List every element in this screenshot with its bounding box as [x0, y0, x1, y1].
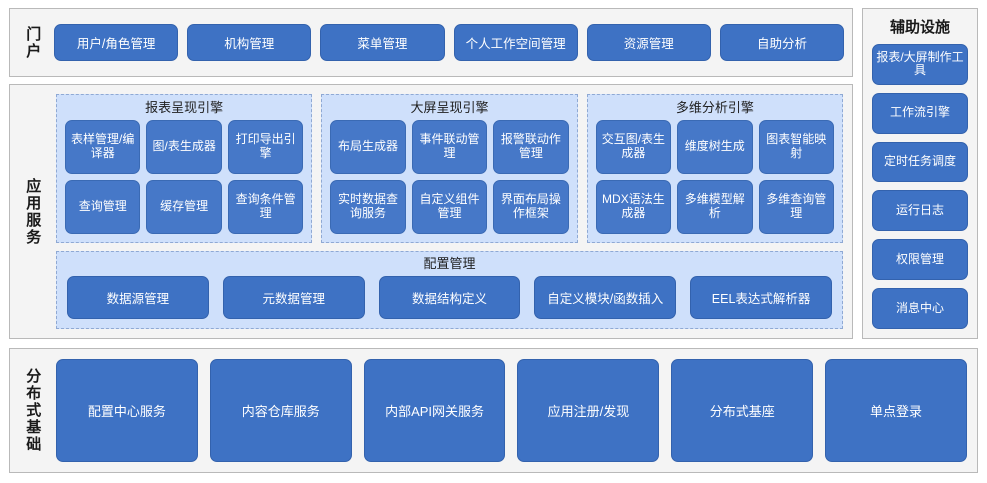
infra-button-content-repository-service[interactable]: 内容仓库服务 — [209, 359, 352, 462]
panel-configuration-management: 配置管理 数据源管理 元数据管理 数据结构定义 自定义模块/函数插入 EEL表达… — [56, 251, 843, 329]
aux-button-permission-management[interactable]: 权限管理 — [872, 239, 968, 281]
cell-event-linkage-management[interactable]: 事件联动管理 — [411, 120, 488, 175]
cell-query-management[interactable]: 查询管理 — [65, 180, 141, 234]
panel-grid-large-screen-rendering-engine: 布局生成器 事件联动管理 报警联动作管理 实时数据查询服务 自定义组件管理 界面… — [330, 120, 569, 234]
auxiliary-facilities-title: 辅助设施 — [889, 19, 950, 36]
config-button-datasource-management[interactable]: 数据源管理 — [67, 276, 209, 319]
cell-dimension-tree-generation[interactable]: 维度树生成 — [677, 120, 753, 175]
distributed-infrastructure-button-group: 配置中心服务 内容仓库服务 内部API网关服务 应用注册/发现 分布式基座 单点… — [54, 349, 977, 472]
cell-ui-layout-operation-framework[interactable]: 界面布局操作框架 — [493, 180, 569, 234]
cell-chart-table-generator[interactable]: 图/表生成器 — [146, 120, 222, 175]
portal-button-personal-workspace-management[interactable]: 个人工作空间管理 — [453, 24, 578, 61]
portal-button-self-service-analysis[interactable]: 自助分析 — [719, 24, 845, 61]
engines-row: 报表呈现引擎 表样管理/编译器 图/表生成器 打印导出引擎 查询管理 缓存管理 … — [56, 94, 843, 243]
infra-button-internal-api-gateway-service[interactable]: 内部API网关服务 — [363, 359, 506, 462]
aux-button-runtime-log[interactable]: 运行日志 — [872, 190, 968, 232]
panel-multidimensional-analysis-engine: 多维分析引擎 交互图/表生成器 维度树生成 图表智能映射 MDX语法生成器 多维… — [586, 94, 843, 243]
portal-band: 门户 用户/角色管理 机构管理 菜单管理 个人工作空间管理 资源管理 自助分析 — [9, 8, 853, 77]
auxiliary-facilities-column: 辅助设施 报表/大屏制作工具 工作流引擎 定时任务调度 运行日志 权限管理 消息… — [862, 8, 978, 339]
aux-button-workflow-engine[interactable]: 工作流引擎 — [872, 92, 968, 134]
aux-button-message-center[interactable]: 消息中心 — [872, 288, 968, 329]
aux-button-report-bigscreen-authoring-tool[interactable]: 报表/大屏制作工具 — [872, 44, 968, 85]
panel-grid-multidimensional-analysis-engine: 交互图/表生成器 维度树生成 图表智能映射 MDX语法生成器 多维模型解析 多维… — [595, 120, 834, 234]
portal-button-resource-management[interactable]: 资源管理 — [586, 24, 711, 61]
panel-report-rendering-engine: 报表呈现引擎 表样管理/编译器 图/表生成器 打印导出引擎 查询管理 缓存管理 … — [56, 94, 313, 243]
portal-button-org-management[interactable]: 机构管理 — [187, 24, 312, 61]
auxiliary-facilities-list: 报表/大屏制作工具 工作流引擎 定时任务调度 运行日志 权限管理 消息中心 — [872, 44, 968, 329]
configuration-button-group: 数据源管理 元数据管理 数据结构定义 自定义模块/函数插入 EEL表达式解析器 — [67, 276, 832, 319]
infra-button-single-sign-on[interactable]: 单点登录 — [825, 359, 967, 462]
cell-alarm-linkage-action-management[interactable]: 报警联动作管理 — [493, 120, 569, 175]
cell-chart-intelligent-mapping[interactable]: 图表智能映射 — [758, 120, 834, 175]
aux-button-scheduled-task-scheduling[interactable]: 定时任务调度 — [872, 141, 968, 183]
cell-layout-generator[interactable]: 布局生成器 — [330, 120, 406, 175]
infra-button-distributed-base[interactable]: 分布式基座 — [671, 359, 814, 462]
panel-title-multidimensional-analysis-engine: 多维分析引擎 — [675, 100, 754, 115]
application-service-content: 报表呈现引擎 表样管理/编译器 图/表生成器 打印导出引擎 查询管理 缓存管理 … — [54, 85, 852, 338]
cell-interactive-chart-table-generator[interactable]: 交互图/表生成器 — [595, 120, 672, 175]
cell-realtime-data-query-service[interactable]: 实时数据查询服务 — [330, 180, 406, 234]
infra-button-config-center-service[interactable]: 配置中心服务 — [56, 359, 198, 462]
panel-grid-report-rendering-engine: 表样管理/编译器 图/表生成器 打印导出引擎 查询管理 缓存管理 查询条件管理 — [65, 120, 304, 234]
cell-custom-component-management[interactable]: 自定义组件管理 — [411, 180, 488, 234]
portal-button-user-role-management[interactable]: 用户/角色管理 — [54, 24, 179, 61]
cell-multidimensional-model-parsing[interactable]: 多维模型解析 — [677, 180, 753, 234]
portal-band-label: 门户 — [24, 25, 42, 60]
panel-title-configuration-management: 配置管理 — [423, 256, 476, 271]
cell-report-template-management-compiler[interactable]: 表样管理/编译器 — [65, 120, 141, 175]
application-service-band-label: 应用服务 — [24, 177, 42, 246]
config-button-metadata-management[interactable]: 元数据管理 — [222, 276, 365, 319]
cell-multidimensional-query-management[interactable]: 多维查询管理 — [758, 180, 834, 234]
infra-button-app-registration-discovery[interactable]: 应用注册/发现 — [517, 359, 660, 462]
application-service-band: 应用服务 报表呈现引擎 表样管理/编译器 图/表生成器 打印导出引擎 查询管理 … — [9, 84, 853, 339]
top-area: 门户 用户/角色管理 机构管理 菜单管理 个人工作空间管理 资源管理 自助分析 … — [9, 8, 978, 339]
left-stack: 门户 用户/角色管理 机构管理 菜单管理 个人工作空间管理 资源管理 自助分析 … — [9, 8, 853, 339]
cell-cache-management[interactable]: 缓存管理 — [146, 180, 222, 234]
distributed-infrastructure-band: 分布式基础 配置中心服务 内容仓库服务 内部API网关服务 应用注册/发现 分布… — [9, 348, 978, 473]
distributed-infrastructure-band-label: 分布式基础 — [24, 368, 42, 453]
cell-mdx-syntax-generator[interactable]: MDX语法生成器 — [595, 180, 672, 234]
panel-title-large-screen-rendering-engine: 大屏呈现引擎 — [410, 100, 489, 115]
portal-button-menu-management[interactable]: 菜单管理 — [320, 24, 445, 61]
config-button-data-structure-definition[interactable]: 数据结构定义 — [378, 276, 521, 319]
config-button-custom-module-function-insert[interactable]: 自定义模块/函数插入 — [534, 276, 677, 319]
panel-title-report-rendering-engine: 报表呈现引擎 — [145, 100, 224, 115]
cell-print-export-engine[interactable]: 打印导出引擎 — [227, 120, 304, 175]
portal-button-group: 用户/角色管理 机构管理 菜单管理 个人工作空间管理 资源管理 自助分析 — [54, 9, 852, 76]
panel-large-screen-rendering-engine: 大屏呈现引擎 布局生成器 事件联动管理 报警联动作管理 实时数据查询服务 自定义… — [321, 94, 578, 243]
cell-query-condition-management[interactable]: 查询条件管理 — [227, 180, 304, 234]
config-button-eel-expression-parser[interactable]: EEL表达式解析器 — [690, 276, 832, 319]
